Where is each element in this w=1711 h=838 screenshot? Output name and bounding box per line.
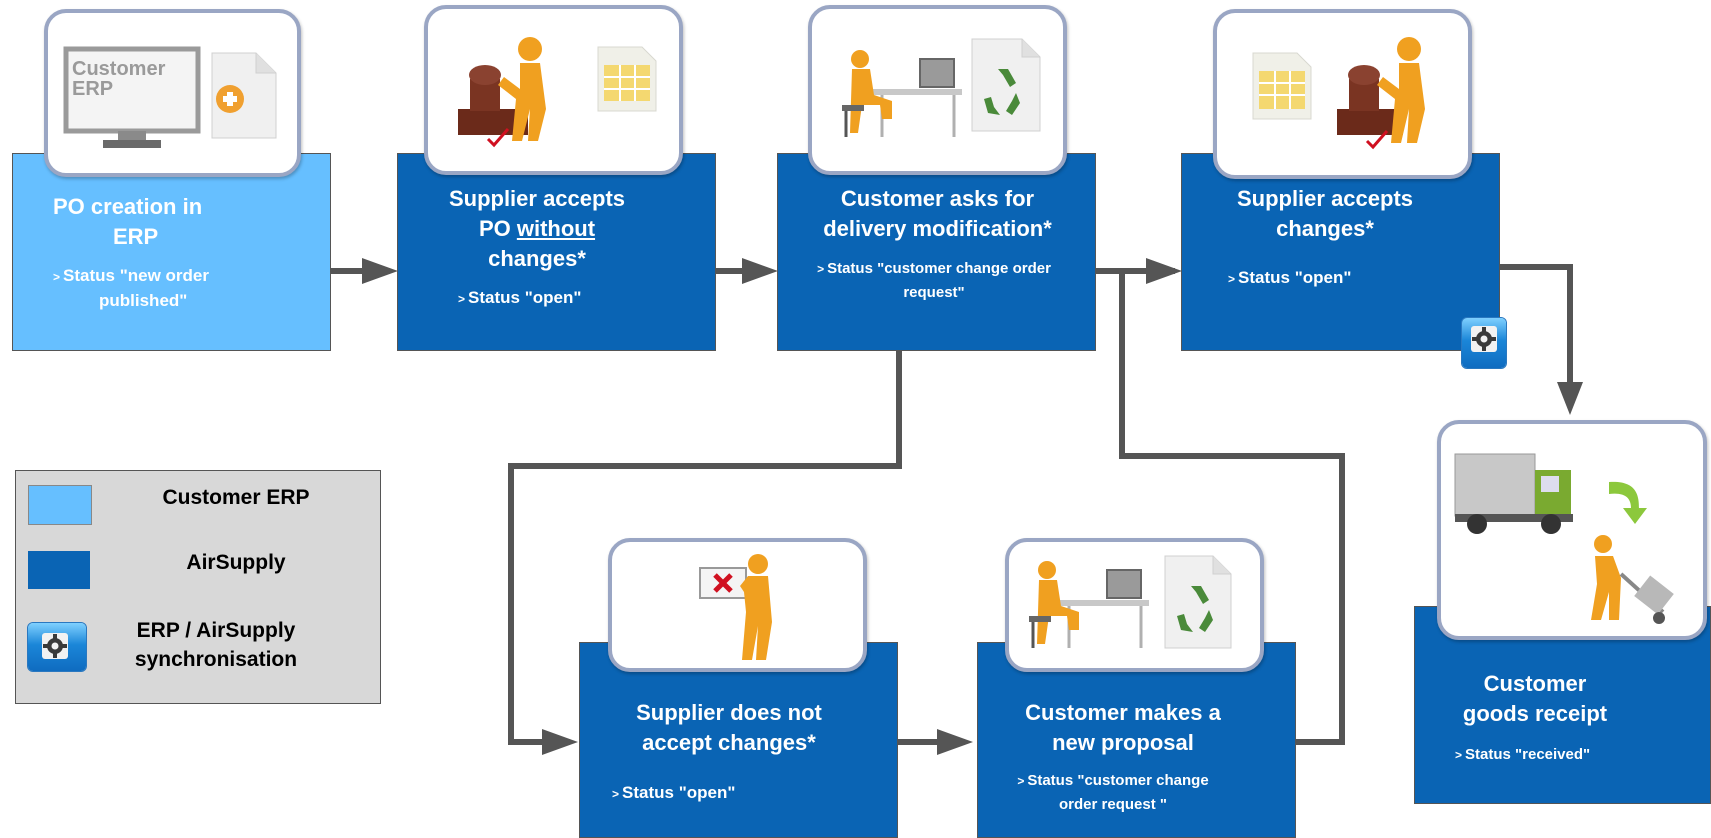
recycle-document-icon bbox=[971, 38, 1041, 132]
down-arrow-icon bbox=[1609, 481, 1647, 524]
stamp-person-icon bbox=[458, 37, 546, 148]
arrow-proposal-to-asks bbox=[1119, 271, 1345, 745]
stamp-person-icon bbox=[1337, 37, 1425, 150]
step-title: Customer goods receipt bbox=[1462, 671, 1608, 726]
step-supplier-accepts-changes: Supplier accepts changes* >Status "open" bbox=[1181, 153, 1500, 351]
card-po-creation: Customer ERP bbox=[44, 9, 301, 177]
hand-truck-person-icon bbox=[1591, 535, 1674, 624]
card-supplier-accepts-changes bbox=[1213, 9, 1472, 179]
reject-sign-person-icon bbox=[699, 554, 772, 660]
gear-icon bbox=[28, 623, 86, 671]
step-title: Customer makes a new proposal bbox=[1025, 700, 1221, 755]
card-customer-new-proposal bbox=[1005, 538, 1264, 672]
recycle-document-icon bbox=[1164, 555, 1232, 649]
card-goods-receipt bbox=[1437, 420, 1707, 640]
monitor-text-2: ERP bbox=[72, 78, 113, 100]
person-at-desk-icon bbox=[1029, 561, 1149, 648]
monitor-text-1: Customer bbox=[72, 58, 166, 80]
legend-swatch-erp bbox=[28, 485, 92, 525]
card-supplier-accepts-po bbox=[424, 5, 683, 175]
step-title: Supplier accepts PO without changes* bbox=[448, 186, 626, 271]
step-po-creation: PO creation in ERP >Status "new order pu… bbox=[12, 153, 331, 351]
step-supplier-not-accept: Supplier does not accept changes* >Statu… bbox=[579, 642, 898, 838]
legend-label-airsupply: AirSupply bbox=[186, 551, 286, 574]
truck-icon bbox=[1454, 453, 1573, 534]
arrow-asks-to-not-accept bbox=[508, 350, 902, 745]
spreadsheet-document-icon bbox=[597, 46, 657, 112]
step-status: >Status "open" bbox=[458, 288, 582, 307]
legend-swatch-airsupply bbox=[28, 551, 90, 589]
person-at-desk-icon bbox=[842, 50, 962, 137]
step-status: >Status "new order published" bbox=[53, 266, 209, 310]
step-status: >Status "received" bbox=[1455, 746, 1591, 763]
step-status: >Status "customer change order request " bbox=[1017, 772, 1209, 813]
card-customer-asks bbox=[808, 5, 1067, 175]
step-title: Supplier does not accept changes* bbox=[636, 700, 822, 755]
legend-label-sync: ERP / AirSupply synchronisation bbox=[134, 619, 298, 671]
spreadsheet-document-icon bbox=[1252, 52, 1312, 120]
monitor-icon: Customer ERP bbox=[63, 46, 201, 148]
step-title: Customer asks for delivery modification* bbox=[823, 186, 1052, 241]
step-status: >Status "customer change order request" bbox=[817, 260, 1051, 301]
step-status: >Status "open" bbox=[1228, 268, 1352, 287]
add-document-icon bbox=[211, 52, 277, 139]
step-customer-asks: Customer asks for delivery modification*… bbox=[777, 153, 1096, 351]
legend: Customer ERP AirSupply ERP / AirSupply s… bbox=[15, 470, 381, 704]
step-title: Supplier accepts changes* bbox=[1236, 186, 1414, 241]
legend-label-erp: Customer ERP bbox=[162, 486, 310, 509]
step-customer-new-proposal: Customer makes a new proposal >Status "c… bbox=[977, 642, 1296, 838]
step-title: PO creation in ERP bbox=[53, 194, 203, 249]
step-supplier-accepts-po: Supplier accepts PO without changes* >St… bbox=[397, 153, 716, 351]
card-supplier-not-accept bbox=[608, 538, 867, 672]
arrow-accept-changes-to-receipt bbox=[1500, 264, 1573, 407]
step-status: >Status "open" bbox=[612, 783, 736, 802]
gear-icon bbox=[1462, 318, 1506, 368]
